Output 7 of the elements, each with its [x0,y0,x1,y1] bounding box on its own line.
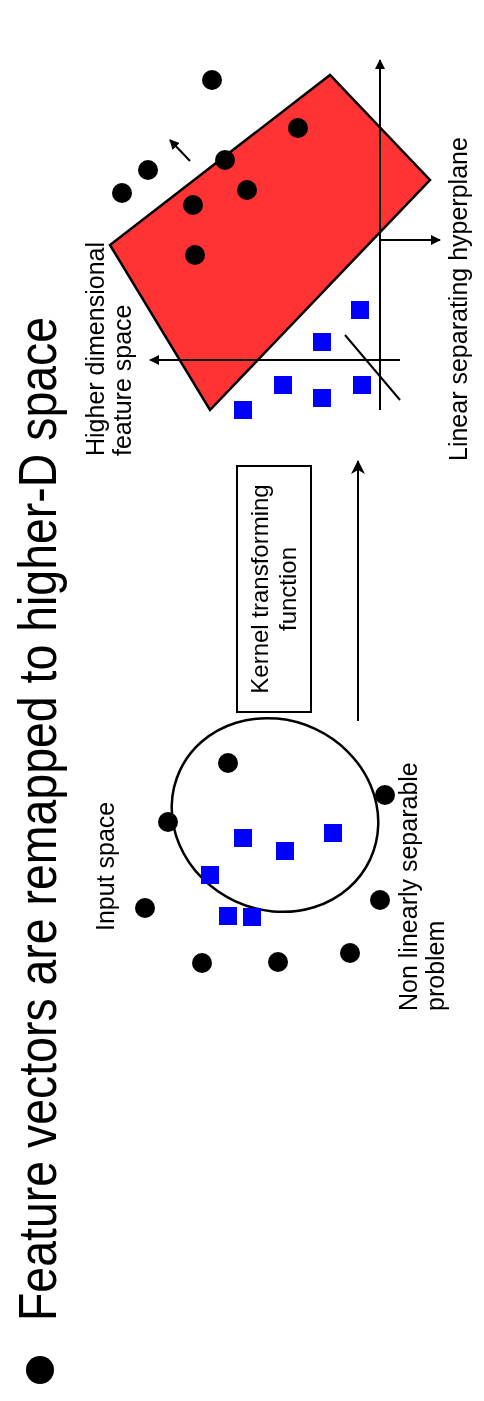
node-label: Linear separating hyperplane [445,136,472,461]
slide-title: Feature vectors are remapped to higher-D space [6,316,68,1321]
node-label: Higher dimensional feature space [82,241,136,456]
node-label: Input space [92,800,119,931]
node-label: Non linearly separable problem [395,761,449,1011]
arrow [351,460,365,722]
edge-label: Kernel transforming function [236,465,312,713]
